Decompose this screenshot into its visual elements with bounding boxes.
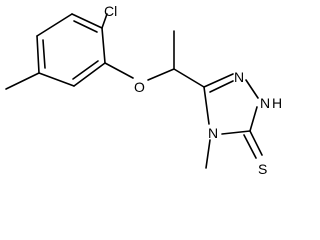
atom-n2: N (234, 69, 244, 85)
ring-bond-2 (101, 27, 106, 64)
ring-double-1 (73, 20, 98, 33)
atom-n1: N (260, 95, 270, 111)
triazole-ring (203, 73, 259, 135)
benzene-ring (36, 13, 106, 87)
ring-double-2 (72, 60, 99, 80)
atom-nh-hydrogen: H (272, 95, 282, 111)
ring-bond-4 (38, 72, 75, 87)
n1-c5-bond (249, 106, 258, 132)
aryl-methyl-bond (5, 72, 40, 90)
aryl-oxygen-bond (104, 62, 134, 79)
thione-double-inner (243, 134, 257, 159)
ring-double-3 (42, 39, 46, 69)
thione-double-outer (249, 130, 263, 156)
atom-n4: N (208, 125, 218, 141)
n-methyl-bond (205, 139, 211, 169)
n4-c3-bond (203, 86, 210, 125)
c3-n2-double-outer (203, 73, 234, 88)
atom-o: O (134, 79, 145, 95)
n2-n1-bond (245, 79, 259, 99)
atom-cl: Cl (104, 3, 117, 19)
ring-bond-1 (71, 13, 103, 29)
ring-bond-5 (36, 35, 40, 74)
chloro-bond (101, 13, 108, 29)
ring-bond-3 (73, 62, 106, 87)
ring-bond-6 (36, 13, 73, 37)
c3-n2-double-inner (209, 80, 234, 93)
atom-s: S (258, 161, 267, 177)
molecule-structure: Cl O N N H N S (5, 3, 282, 177)
c5-n4-bond (221, 130, 251, 135)
ch-ring-bond (173, 68, 205, 88)
oxygen-ch-bond (147, 68, 175, 81)
